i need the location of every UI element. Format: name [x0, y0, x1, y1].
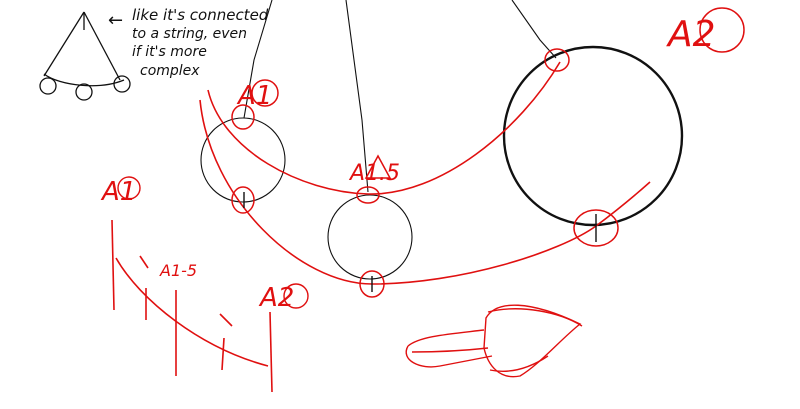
timeline-label-circles	[117, 176, 309, 309]
cone-ball-left	[39, 77, 57, 95]
note-line-2: to a string, even	[132, 26, 247, 42]
ball-small	[200, 117, 286, 203]
marker-bottom-a2	[573, 209, 619, 247]
pendulum-strings	[243, 0, 557, 193]
cone-ball-middle	[75, 83, 93, 101]
marker-top-a1	[231, 104, 255, 130]
label-a1-5-top: A1.5	[348, 161, 400, 186]
string-a1	[243, 0, 273, 119]
note-line-4: complex	[140, 63, 200, 79]
lower-arc	[199, 99, 651, 285]
marker-bottom-a1-5	[359, 270, 385, 298]
label-a2-small: A2	[258, 283, 294, 313]
timeline-diagram	[111, 219, 273, 393]
marker-top-a2	[544, 48, 570, 72]
cone-sketch	[39, 11, 131, 101]
marker-top-a1-5	[356, 186, 380, 204]
ball-medium	[327, 194, 413, 280]
pendulum-balls	[200, 45, 684, 280]
red-markers	[231, 48, 619, 298]
center-ticks	[243, 192, 597, 292]
upper-arc	[207, 61, 561, 195]
top-label-circles	[251, 7, 745, 179]
label-a2-top: A2	[666, 14, 716, 55]
red-cone-object	[405, 304, 583, 378]
string-a2	[511, 0, 557, 59]
note-line-3: if it's more	[132, 44, 207, 60]
ball-large	[502, 45, 684, 227]
cone-ball-right	[113, 75, 131, 93]
handwritten-note: ← like it's connected to a string, even …	[108, 6, 269, 79]
marker-bottom-a1	[231, 186, 255, 214]
note-line-1: like it's connected	[132, 6, 269, 24]
timeline-labels: A1 A1-5 A2	[100, 177, 294, 313]
string-a1-5	[345, 0, 369, 193]
top-labels: A1 A1.5 A2	[236, 14, 716, 186]
label-a1-5-small: A1-5	[159, 261, 197, 280]
note-arrow: ←	[108, 10, 123, 31]
